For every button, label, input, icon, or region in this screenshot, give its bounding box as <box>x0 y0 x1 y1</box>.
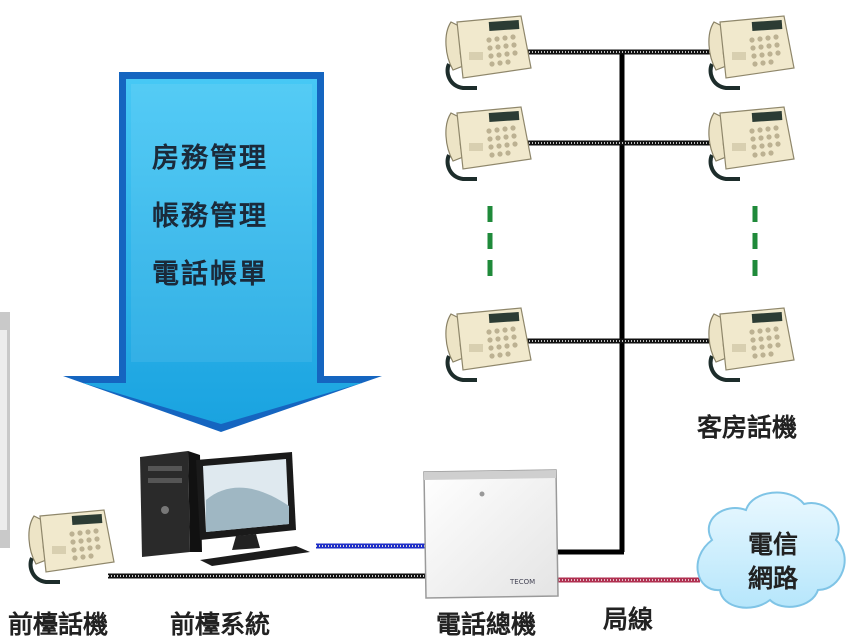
label-pbx: 電話總機 <box>436 610 537 639</box>
arrow-text-phone-bill: 電話帳單 <box>152 259 268 290</box>
guest-phone-icon <box>443 105 533 181</box>
svg-text:TECOM: TECOM <box>509 578 535 586</box>
label-guest-phones: 客房話機 <box>697 413 798 442</box>
telecom-network-cloud <box>696 491 846 609</box>
person-photo-edge <box>0 312 10 548</box>
arrow-text-room-mgmt: 房務管理 <box>152 143 268 174</box>
cloud-text-line1: 電信 <box>747 530 798 559</box>
label-front-desk-phone: 前檯話機 <box>8 610 109 639</box>
ellipsis-dashes <box>487 206 758 282</box>
pbx-unit-icon: TECOM <box>423 469 559 599</box>
guest-phone-icon <box>443 306 533 382</box>
label-front-desk-system: 前檯系統 <box>170 610 271 639</box>
arrow-text-billing-mgmt: 帳務管理 <box>152 201 268 232</box>
connection-lines <box>108 49 740 583</box>
label-trunk-line: 局線 <box>603 605 654 634</box>
guest-phone-icon <box>443 14 533 90</box>
guest-phone-icon <box>706 306 796 382</box>
front-desk-phone-icon <box>26 508 116 584</box>
guest-phone-icon <box>706 105 796 181</box>
front-desk-pc-icon <box>140 451 310 566</box>
cloud-text-line2: 網路 <box>747 564 798 593</box>
management-arrow <box>63 72 382 432</box>
guest-phone-icon <box>706 14 796 90</box>
